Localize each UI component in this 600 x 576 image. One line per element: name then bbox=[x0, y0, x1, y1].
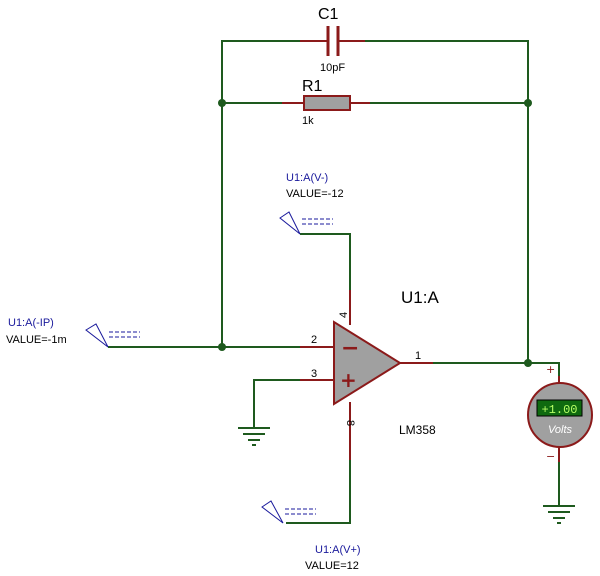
voltmeter-unit-label: Volts bbox=[548, 424, 573, 436]
wire-vplus bbox=[286, 460, 351, 524]
opamp-pin-number-4: 4 bbox=[338, 312, 350, 318]
generator-vplus-name: U1:A(V+) bbox=[315, 544, 361, 556]
generator-flag-icon bbox=[279, 211, 301, 235]
junction-dot bbox=[524, 99, 532, 107]
voltmeter-plus-sign: + bbox=[546, 363, 555, 376]
generator-vplus[interactable]: U1:A(V+) VALUE=12 bbox=[261, 500, 361, 572]
opamp-minus-sign: − bbox=[341, 336, 359, 361]
generator-input-name: U1:A(-IP) bbox=[8, 317, 54, 329]
opamp-pin-number-8: 8 bbox=[344, 420, 356, 426]
resistor-body bbox=[303, 95, 351, 111]
ground-voltmeter bbox=[543, 505, 575, 524]
voltmeter-reading: +1.00 bbox=[541, 403, 577, 417]
voltmeter[interactable]: +1.00 Volts + − bbox=[527, 363, 593, 463]
wire-noninv-ground bbox=[253, 379, 300, 427]
generator-input[interactable]: U1:A(-IP) VALUE=-1m bbox=[6, 317, 140, 348]
opamp-u1a[interactable]: − + 2 3 1 4 8 U1:A LM358 bbox=[300, 288, 439, 460]
opamp-part-label: LM358 bbox=[399, 423, 436, 437]
wire-cap-right bbox=[365, 40, 529, 363]
capacitor-c1[interactable]: C1 10pF bbox=[300, 6, 365, 74]
resistor-r1[interactable]: R1 1k bbox=[282, 78, 370, 127]
ground-noninverting bbox=[238, 427, 270, 446]
voltmeter-display bbox=[536, 399, 583, 417]
junction-dot bbox=[218, 99, 226, 107]
generator-flag-icon bbox=[85, 323, 109, 348]
opamp-pin-number-1: 1 bbox=[415, 350, 421, 362]
generator-vminus[interactable]: U1:A(V-) VALUE=-12 bbox=[279, 172, 344, 235]
wires bbox=[108, 40, 560, 524]
generator-vplus-value: VALUE=12 bbox=[305, 560, 359, 572]
opamp-plus-sign: + bbox=[340, 368, 357, 392]
opamp-body bbox=[333, 320, 402, 406]
wire-meter-plus bbox=[528, 362, 560, 376]
capacitor-ref-label: C1 bbox=[318, 6, 339, 23]
voltmeter-minus-sign: − bbox=[546, 450, 555, 463]
generator-input-value: VALUE=-1m bbox=[6, 334, 67, 346]
wire-cap-left bbox=[221, 40, 300, 346]
wire-vminus bbox=[300, 233, 351, 290]
junction-dot bbox=[524, 359, 532, 367]
capacitor-value-label: 10pF bbox=[320, 62, 345, 74]
resistor-ref-label: R1 bbox=[302, 78, 323, 95]
generator-vminus-name: U1:A(V-) bbox=[286, 172, 328, 184]
opamp-pin-number-3: 3 bbox=[311, 368, 317, 380]
junction-dot bbox=[218, 343, 226, 351]
opamp-pin-number-2: 2 bbox=[311, 334, 317, 346]
junctions bbox=[218, 99, 532, 367]
generator-flag-icon bbox=[261, 500, 284, 524]
resistor-value-label: 1k bbox=[302, 115, 314, 127]
generator-vminus-value: VALUE=-12 bbox=[286, 188, 344, 200]
opamp-ref-label: U1:A bbox=[401, 288, 439, 307]
